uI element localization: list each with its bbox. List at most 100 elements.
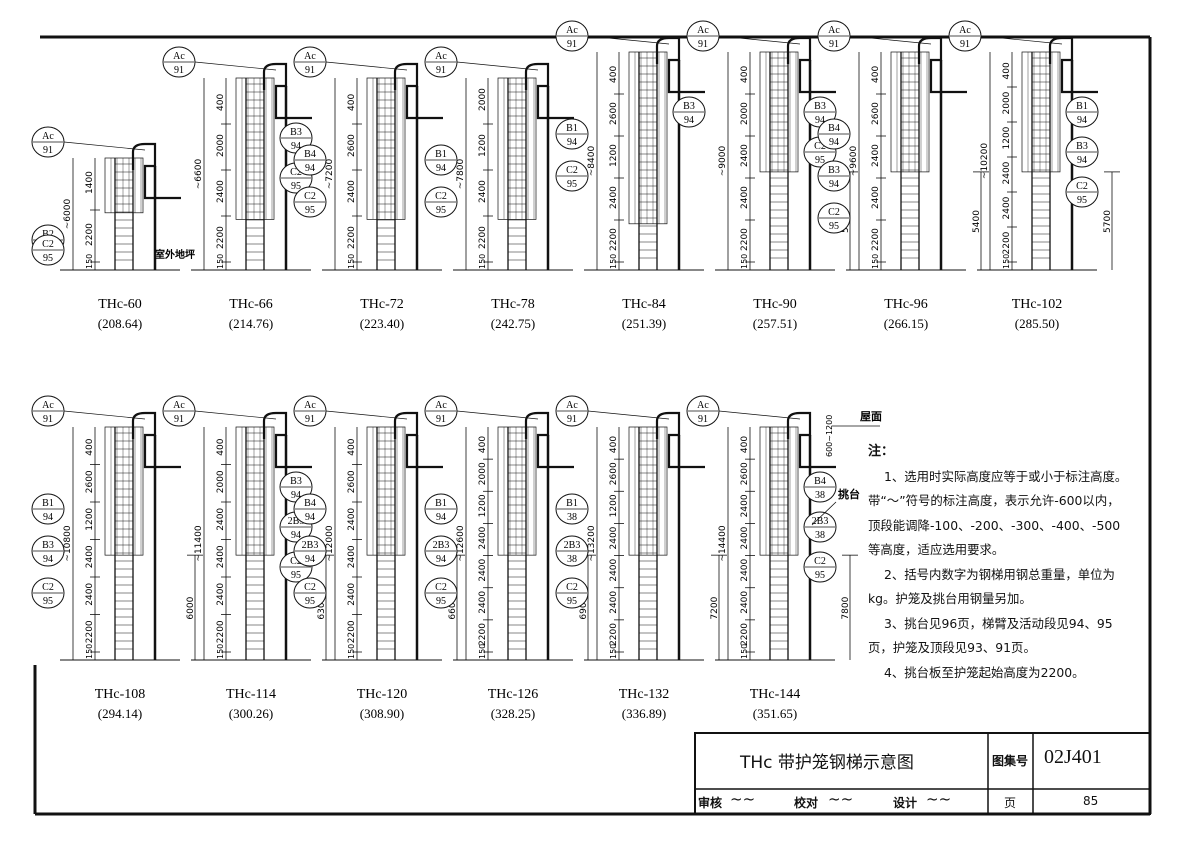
bottom-offset-label: 150	[478, 644, 487, 659]
title-block-page-number: 85	[1083, 794, 1099, 808]
ladder-model-label: THc-102	[1012, 297, 1063, 312]
reference-page-label: 95	[815, 155, 825, 166]
top-bracket	[786, 411, 836, 469]
segment-height-label: 2400	[609, 591, 619, 614]
total-height-label: ~13200	[587, 525, 597, 561]
reference-detail-label: Ac	[566, 400, 578, 411]
segment-height-label: 2200	[478, 226, 488, 249]
reference-detail-label: B3	[290, 476, 302, 487]
top-bracket	[655, 411, 705, 469]
reference-page-label: 95	[291, 181, 301, 192]
segment-height-label: 2400	[740, 186, 750, 209]
ladder-thc-66: ~6600150220024002000400Ac91B394C295THc-6…	[162, 46, 313, 331]
ladder-weight-label: (294.14)	[98, 706, 142, 721]
reference-detail-label: B4	[814, 476, 826, 487]
reference-detail-label: C2	[566, 582, 578, 593]
title-block-drawing-title: THc 带护笼钢梯示意图	[740, 753, 914, 773]
bottom-offset-label: 150	[216, 254, 225, 269]
safety-cage	[104, 157, 144, 214]
reference-leader	[587, 410, 670, 420]
ladder-weight-label: (223.40)	[360, 316, 404, 331]
ladder-thc-108: ~10800150220024002400120026004006000Ac91…	[31, 395, 203, 721]
reference-page-label: 91	[829, 39, 839, 50]
title-block	[694, 732, 1151, 815]
segment-height-label: 2600	[609, 462, 619, 485]
reference-page-label: 95	[1077, 195, 1087, 206]
reference-page-label: 95	[567, 596, 577, 607]
reference-detail-label: B3	[683, 101, 695, 112]
reference-page-label: 95	[305, 596, 315, 607]
top-bracket	[524, 62, 574, 120]
reference-page-label: 94	[291, 490, 301, 501]
reference-leader	[194, 61, 277, 71]
top-adjust-label: 600~1200	[825, 415, 834, 457]
reference-detail-label: C2	[435, 582, 447, 593]
reference-page-label: 95	[291, 570, 301, 581]
segment-height-label: 2200	[85, 223, 95, 246]
reference-page-label: 38	[815, 530, 825, 541]
segment-height-label: 1200	[478, 494, 488, 517]
reference-page-label: 94	[567, 137, 577, 148]
reference-page-label: 94	[829, 137, 839, 148]
ladder-model-label: THc-78	[491, 297, 535, 312]
reference-page-label: 94	[1077, 155, 1087, 166]
title-block-page-label: 页	[1004, 796, 1017, 810]
reference-detail-label: Ac	[304, 400, 316, 411]
reference-page-label: 95	[43, 596, 53, 607]
total-height-label: ~7800	[456, 159, 466, 190]
segment-height-label: 1200	[609, 494, 619, 517]
segment-height-label: 2400	[347, 508, 357, 531]
reference-detail-label: B3	[290, 127, 302, 138]
reference-page-label: 38	[567, 554, 577, 565]
reference-page-label: 94	[291, 141, 301, 152]
safety-cage	[104, 426, 144, 556]
segment-height-label: 2600	[609, 102, 619, 125]
segment-height-label: 1200	[85, 508, 95, 531]
ladder-weight-label: (208.64)	[98, 316, 142, 331]
ladder-weight-label: (328.25)	[491, 706, 535, 721]
top-bracket	[393, 411, 443, 469]
segment-height-label: 2400	[740, 144, 750, 167]
ladder-model-label: THc-90	[753, 297, 797, 312]
reference-detail-label: C2	[1076, 181, 1088, 192]
ladder-model-label: THc-66	[229, 297, 273, 312]
note-item-4: 4、挑台板至护笼起始高度为2200。	[884, 664, 1085, 680]
segment-height-label: 400	[740, 66, 750, 83]
ladder-thc-120: ~12000150220024002400240026004006600Ac91…	[293, 395, 465, 721]
reference-page-label: 91	[305, 65, 315, 76]
segment-height-label: 2400	[216, 545, 226, 568]
reference-detail-label: B3	[828, 165, 840, 176]
total-height-label: ~12000	[325, 525, 335, 561]
safety-cage	[366, 426, 406, 556]
reference-detail-label: Ac	[173, 400, 185, 411]
reference-leader	[849, 35, 932, 45]
segment-height-label: 400	[609, 66, 619, 83]
reference-detail-label: Ac	[435, 51, 447, 62]
reference-detail-label: Ac	[566, 25, 578, 36]
bottom-offset-label: 150	[609, 254, 618, 269]
ground-label: 室外地坪	[155, 248, 195, 261]
segment-height-label: 2200	[871, 228, 881, 251]
segment-height-label: 1200	[609, 144, 619, 167]
title-block-check-label: 校对	[794, 796, 819, 810]
segment-height-label: 2600	[871, 102, 881, 125]
title-block-atlas-label: 图集号	[992, 754, 1029, 768]
note-item-1: 1、选用时实际高度应等于或小于标注高度。带“～”符号的标注高度，表示允许-600…	[868, 468, 1128, 558]
reference-detail-label: C2	[435, 191, 447, 202]
segment-height-label: 2200	[609, 228, 619, 251]
reference-detail-label: C2	[814, 141, 826, 152]
reference-page-label: 94	[43, 512, 53, 523]
reference-detail-label: Ac	[959, 25, 971, 36]
segment-height-label: 2200	[1002, 231, 1012, 254]
segment-height-label: 2400	[347, 583, 357, 606]
reference-detail-label: 2B3	[288, 516, 305, 527]
reference-page-label: 91	[567, 414, 577, 425]
ladder-model-label: THc-84	[622, 297, 666, 312]
segment-height-label: 2400	[216, 583, 226, 606]
segment-height-label: 1200	[478, 134, 488, 157]
safety-cage	[759, 51, 799, 173]
ladder-weight-label: (336.89)	[622, 706, 666, 721]
title-block-design-label: 设计	[893, 796, 918, 810]
total-height-label: ~7200	[325, 159, 335, 190]
reference-detail-label: 2B3	[564, 540, 581, 551]
